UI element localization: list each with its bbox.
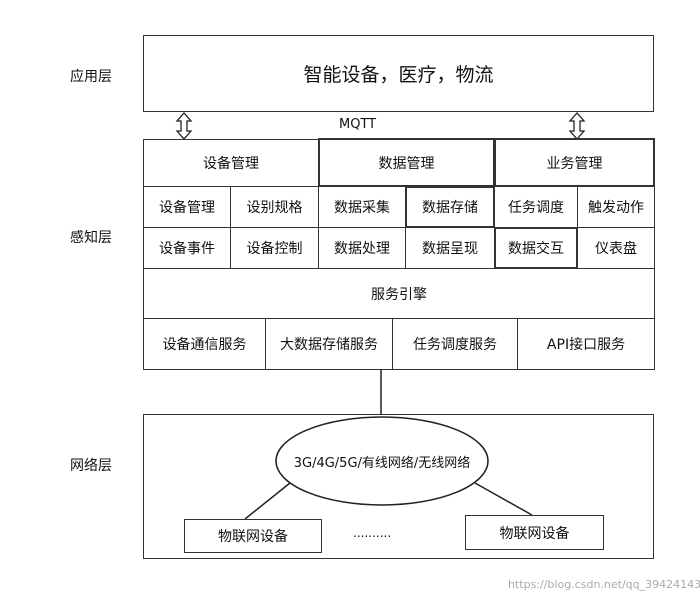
item-data-collection: 数据采集 bbox=[318, 186, 406, 228]
service-bigdata-storage: 大数据存储服务 bbox=[265, 318, 393, 370]
item-data-interaction: 数据交互 bbox=[494, 227, 578, 269]
item-data-storage: 数据存储 bbox=[405, 186, 495, 228]
layer-label-network: 网络层 bbox=[70, 458, 112, 474]
network-ellipse-label: 3G/4G/5G/有线网络/无线网络 bbox=[293, 456, 471, 471]
layer-label-perception: 感知层 bbox=[70, 230, 112, 246]
item-data-presentation: 数据呈现 bbox=[405, 227, 495, 269]
group-header-device: 设备管理 bbox=[143, 139, 319, 187]
item-task-scheduling: 任务调度 bbox=[494, 186, 578, 228]
item-trigger-action: 触发动作 bbox=[577, 186, 655, 228]
service-api-interface: API接口服务 bbox=[517, 318, 655, 370]
network-ellipse bbox=[275, 416, 489, 506]
layer-label-application: 应用层 bbox=[70, 69, 112, 85]
network-layer-box bbox=[143, 414, 654, 559]
item-dashboard: 仪表盘 bbox=[577, 227, 655, 269]
double-arrow-left bbox=[175, 112, 193, 140]
item-device-management: 设备管理 bbox=[143, 186, 231, 228]
item-data-processing: 数据处理 bbox=[318, 227, 406, 269]
item-device-control: 设备控制 bbox=[230, 227, 319, 269]
iot-device-left: 物联网设备 bbox=[184, 519, 322, 553]
item-device-event: 设备事件 bbox=[143, 227, 231, 269]
item-device-spec: 设别规格 bbox=[230, 186, 319, 228]
group-header-business: 业务管理 bbox=[494, 138, 655, 187]
service-device-communication: 设备通信服务 bbox=[143, 318, 266, 370]
iot-device-right: 物联网设备 bbox=[465, 515, 604, 550]
watermark: https://blog.csdn.net/qq_39424143 bbox=[508, 578, 700, 591]
service-engine: 服务引擎 bbox=[143, 268, 655, 319]
ellipse-to-right-device-line bbox=[474, 482, 533, 516]
service-task-scheduling: 任务调度服务 bbox=[392, 318, 518, 370]
double-arrow-right bbox=[568, 112, 586, 140]
ellipse-to-left-device-line bbox=[244, 482, 291, 520]
device-ellipsis: .......... bbox=[353, 526, 392, 540]
group-header-data: 数据管理 bbox=[318, 138, 495, 187]
protocol-label: MQTT bbox=[339, 117, 377, 132]
application-box: 智能设备，医疗，物流 bbox=[143, 35, 654, 112]
